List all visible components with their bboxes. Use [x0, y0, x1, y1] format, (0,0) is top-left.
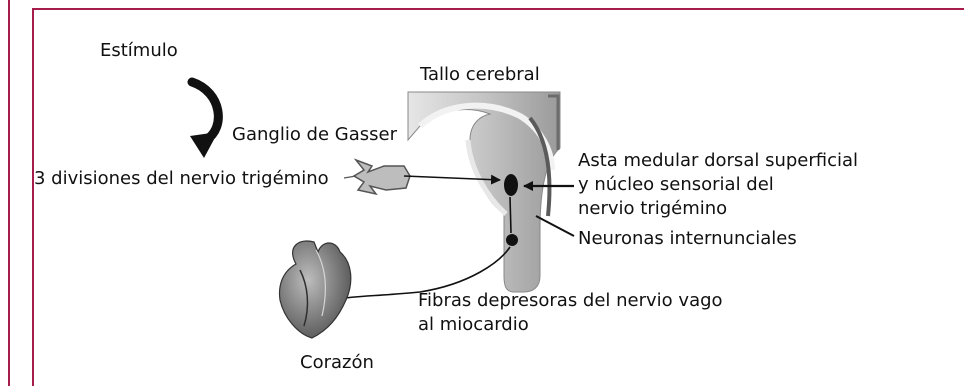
stimulus-label: Estímulo [100, 40, 178, 61]
interneuron-pointer [535, 215, 575, 237]
interneuron-marker [506, 234, 518, 246]
vagus-label-line1: Fibras depresoras del nervio vago [418, 290, 723, 311]
nucleus-marker [504, 174, 518, 196]
dorsal-horn-label-line1: Asta medular dorsal superficial [578, 150, 859, 171]
vagus-label-line2: al miocardio [418, 314, 529, 335]
gasserian-ganglion-label: Ganglio de Gasser [232, 124, 397, 145]
interneurons-label: Neuronas internunciales [578, 228, 797, 249]
frame-top-border [32, 8, 964, 10]
page-edge-line [8, 0, 10, 386]
ganglion-to-nucleus-arrow [403, 174, 501, 185]
curved-arrow-icon [187, 77, 223, 158]
frame-left-border [32, 8, 34, 386]
ganglion-icon [343, 158, 411, 196]
dorsal-horn-label-line2: y núcleo sensorial del [578, 174, 774, 195]
nucleus-to-interneuron-line [509, 196, 512, 234]
brainstem-label: Tallo cerebral [420, 64, 540, 85]
dorsal-horn-label-line3: nervio trigémino [578, 198, 728, 219]
trigeminal-divisions-label: 3 divisiones del nervio trigémino [34, 168, 329, 189]
heart-label: Corazón [300, 352, 374, 373]
heart-icon [278, 240, 352, 339]
vagus-to-heart-arrow [329, 246, 511, 304]
brainstem-icon [407, 91, 561, 293]
